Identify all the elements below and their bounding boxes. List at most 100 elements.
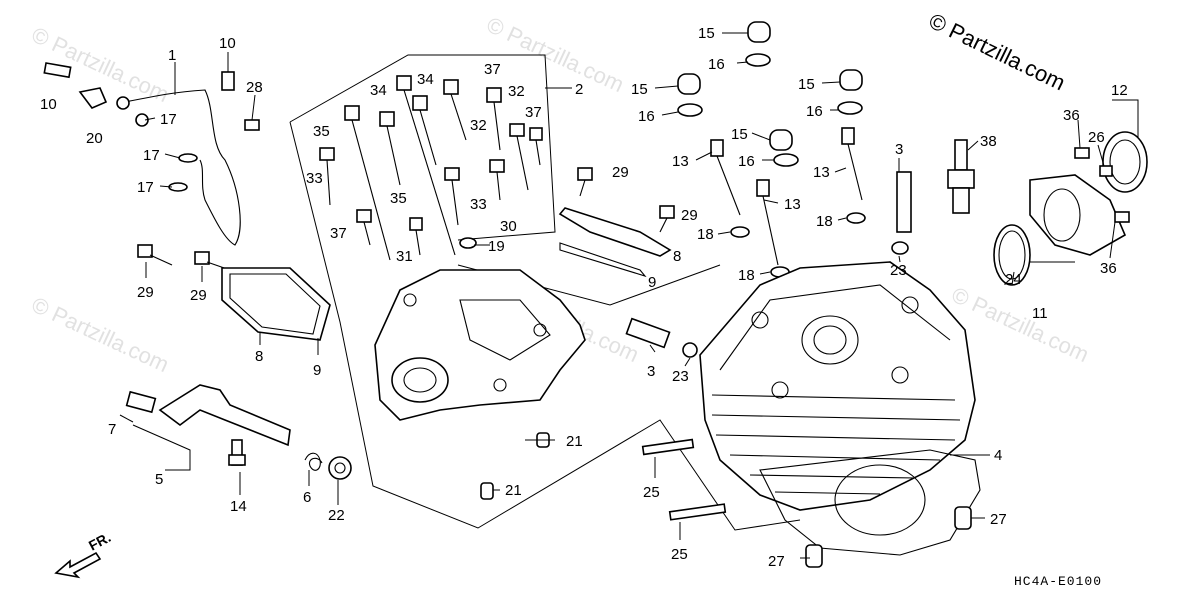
callout-27: 27 (990, 511, 1007, 528)
callout-15: 15 (798, 76, 815, 93)
bolt-long (529, 127, 543, 166)
callout-20: 20 (86, 130, 103, 147)
callout-13: 13 (784, 196, 801, 213)
callout-5: 5 (155, 471, 163, 488)
callout-35: 35 (313, 123, 330, 140)
callout-23: 23 (672, 368, 689, 385)
head-gasket (759, 449, 981, 556)
callout-18: 18 (738, 267, 755, 284)
callout-17: 17 (143, 147, 160, 164)
bolt-long (486, 87, 502, 151)
callout-37: 37 (525, 104, 542, 121)
callout-36: 36 (1100, 260, 1117, 277)
callout-22: 22 (328, 507, 345, 524)
callout-9: 9 (313, 362, 321, 379)
callout-11: 11 (1032, 305, 1048, 322)
callout-8: 8 (255, 348, 263, 365)
bolt-long (443, 79, 467, 141)
callout-28: 28 (246, 79, 263, 96)
callout-1: 1 (168, 47, 176, 64)
callout-21: 21 (505, 482, 522, 499)
callout-37: 37 (330, 225, 347, 242)
callout-9: 9 (648, 274, 656, 291)
callout-34: 34 (417, 71, 434, 88)
arrow-icon (54, 551, 102, 579)
bolt-long (344, 105, 391, 261)
callout-15: 15 (698, 25, 715, 42)
fr-label: FR. (86, 533, 113, 554)
callout-14: 14 (230, 498, 247, 515)
front-direction-arrow: FR. (54, 533, 113, 579)
callout-12: 12 (1111, 82, 1128, 99)
bracket-intake-joint (1112, 99, 1139, 140)
callout-13: 13 (672, 153, 689, 170)
callout-3: 3 (647, 363, 655, 380)
callout-15: 15 (731, 126, 748, 143)
callout-13: 13 (813, 164, 830, 181)
watermark: © Partzilla.com (948, 282, 1093, 367)
callout-16: 16 (738, 153, 755, 170)
callout-21: 21 (566, 433, 583, 450)
callout-25: 25 (671, 546, 688, 563)
callout-10: 10 (40, 96, 57, 113)
callout-16: 16 (638, 108, 655, 125)
side-cover (137, 244, 331, 341)
callout-27: 27 (768, 553, 785, 570)
bolt-short (356, 209, 372, 246)
callout-18: 18 (816, 213, 833, 230)
callout-15: 15 (631, 81, 648, 98)
rocker-arm (125, 384, 352, 480)
callout-37: 37 (484, 61, 501, 78)
callout-29: 29 (681, 207, 698, 224)
diagram-code: HC4A-E0100 (1014, 574, 1103, 589)
callout-2: 2 (575, 81, 583, 98)
callout-18: 18 (697, 226, 714, 243)
callout-33: 33 (306, 170, 323, 187)
callout-35: 35 (390, 190, 407, 207)
callout-8: 8 (673, 248, 681, 265)
bracket-arm (132, 424, 191, 471)
cap-nuts (677, 21, 863, 167)
callout-3: 3 (895, 141, 903, 158)
callout-6: 6 (303, 489, 311, 506)
bolt-short (489, 159, 505, 201)
bolt-long (396, 75, 456, 256)
callout-32: 32 (508, 83, 525, 100)
cylinder-head (699, 261, 976, 511)
callout-16: 16 (708, 56, 725, 73)
intake-insulator (993, 131, 1148, 286)
callout-25: 25 (643, 484, 660, 501)
callout-10: 10 (219, 35, 236, 52)
callout-29: 29 (190, 287, 207, 304)
callout-23: 23 (890, 262, 907, 279)
bolt-long (509, 123, 529, 191)
callout-17: 17 (160, 111, 177, 128)
callout-29: 29 (612, 164, 629, 181)
callout-26: 26 (1088, 129, 1105, 146)
bolt-long (412, 95, 437, 166)
bracket-rocker-arm-group (289, 54, 556, 241)
studs (710, 127, 866, 278)
bracket-head-assembly (289, 121, 801, 531)
callout-34: 34 (370, 82, 387, 99)
callout-30: 30 (500, 218, 517, 235)
callout-7: 7 (108, 421, 116, 438)
callout-38: 38 (980, 133, 997, 150)
callout-17: 17 (137, 179, 154, 196)
callout-24: 24 (1005, 271, 1022, 288)
dowel-guides (625, 171, 912, 358)
callout-31: 31 (396, 248, 413, 265)
callout-numbers: 1 10 10 28 20 17 17 17 29 29 8 9 7 5 14 … (40, 25, 1128, 570)
bolt-long (319, 147, 335, 206)
leader-lines (119, 32, 1116, 559)
watermark: © Partzilla.com (28, 292, 173, 377)
head-cover-gaskets (558, 167, 675, 278)
spark-plug (947, 139, 975, 214)
bolt-short (409, 217, 423, 256)
holder-bolts (319, 75, 543, 261)
callout-33: 33 (470, 196, 487, 213)
callout-4: 4 (994, 447, 1002, 464)
bolt-long (379, 111, 401, 186)
callout-36: 36 (1063, 107, 1080, 124)
